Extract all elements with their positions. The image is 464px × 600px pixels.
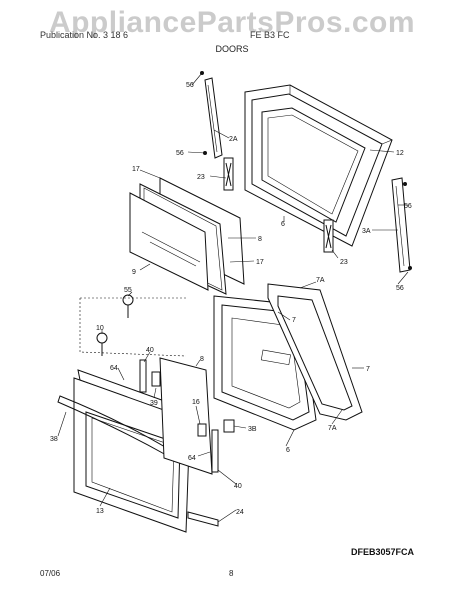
hinge-23-left — [223, 157, 234, 191]
callout-23: 23 — [197, 174, 205, 181]
callout-7A: 7A — [328, 425, 337, 432]
callout-6: 6 — [281, 221, 285, 228]
callout-38: 38 — [50, 436, 58, 443]
callout-8: 8 — [258, 236, 262, 243]
screw-56-d — [408, 266, 412, 270]
callout-64: 64 — [110, 365, 118, 372]
callout-7A: 7A — [316, 277, 325, 284]
publication-header: Publication No. 3 18 6 — [40, 30, 129, 40]
callout-10: 10 — [96, 325, 104, 332]
callout-7: 7 — [366, 366, 370, 373]
callout-56: 56 — [186, 82, 194, 89]
part-3B — [223, 419, 235, 433]
callout-2A: 2A — [229, 136, 238, 143]
gasket-7 — [267, 283, 363, 421]
panel-8-lower — [159, 357, 213, 475]
outer-door-13 — [73, 377, 191, 533]
callout-55: 55 — [124, 287, 132, 294]
callout-16: 16 — [192, 399, 200, 406]
callout-12: 12 — [396, 150, 404, 157]
watermark: AppliancePartsPros.com — [48, 6, 416, 39]
strip-24 — [187, 511, 219, 527]
footer-date: 07/06 — [40, 569, 61, 578]
callout-56: 56 — [176, 150, 184, 157]
callout-56: 56 — [404, 203, 412, 210]
door-frame-12 — [244, 84, 393, 247]
screw-55 — [122, 294, 134, 318]
model-header: FE B3 FC — [250, 30, 290, 40]
callout-3B: 3B — [248, 426, 257, 433]
callout-40: 40 — [146, 347, 154, 354]
footer-page-number: 8 — [229, 569, 234, 578]
screw-56-c — [403, 182, 407, 186]
callout-40: 40 — [234, 483, 242, 490]
callout-8: 8 — [200, 356, 204, 363]
bracket-40 — [139, 359, 147, 393]
callout-9: 9 — [132, 269, 136, 276]
section-title: DOORS — [215, 44, 249, 54]
callout-39: 39 — [150, 400, 158, 407]
leader-lines — [57, 72, 409, 523]
bracket-39 — [151, 371, 161, 387]
callout-3A: 3A — [362, 228, 371, 235]
hinge-channel-3A — [391, 177, 411, 273]
callout-6: 6 — [286, 447, 290, 454]
callout-17: 17 — [132, 166, 140, 173]
glass-9 — [129, 192, 209, 291]
part-16 — [197, 423, 207, 437]
callout-7: 7 — [292, 317, 296, 324]
callout-17: 17 — [256, 259, 264, 266]
bracket-40-lower — [211, 429, 219, 473]
hinge-23-right — [323, 219, 334, 253]
screw-10 — [96, 332, 108, 356]
callout-64: 64 — [188, 455, 196, 462]
callout-13: 13 — [96, 508, 104, 515]
group-bracket — [79, 298, 187, 357]
hinge-channel-2A — [204, 77, 223, 159]
callout-24: 24 — [236, 509, 244, 516]
diagram-code: DFEB3057FCA — [350, 547, 414, 557]
callout-23: 23 — [340, 259, 348, 266]
callout-56: 56 — [396, 285, 404, 292]
